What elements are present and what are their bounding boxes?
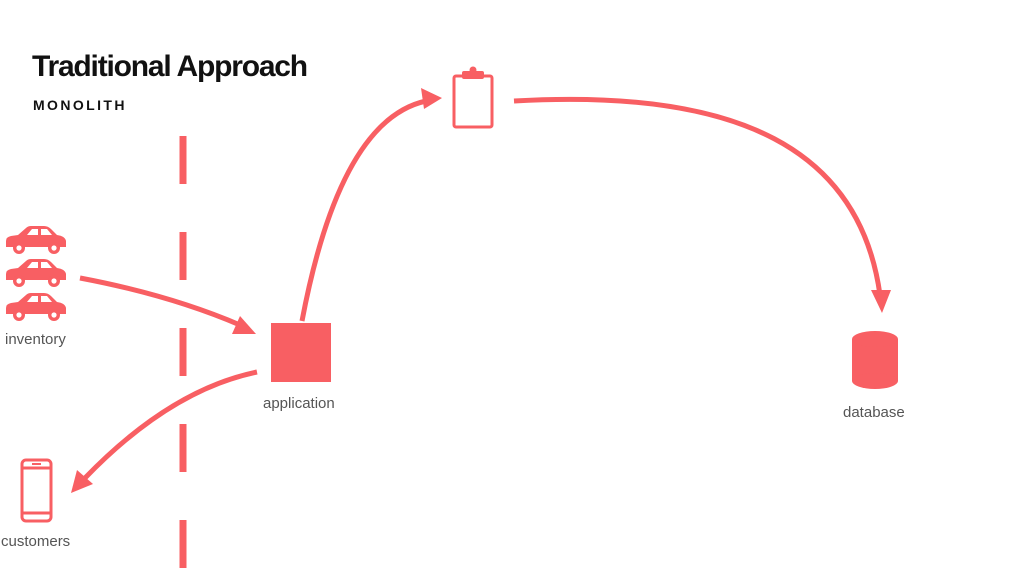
page-subtitle: MONOLITH bbox=[33, 97, 127, 113]
arrow-document-to-database bbox=[513, 96, 891, 313]
phone-icon bbox=[20, 458, 53, 523]
page-title: Traditional Approach bbox=[32, 50, 308, 83]
customers-label: customers bbox=[1, 533, 71, 550]
car-icon bbox=[6, 226, 66, 254]
application-label: application bbox=[263, 395, 335, 412]
arrow-application-to-document bbox=[299, 88, 442, 322]
inventory-label: inventory bbox=[5, 331, 66, 348]
car-icon bbox=[6, 259, 66, 287]
database-icon bbox=[852, 331, 898, 389]
clipboard-icon bbox=[452, 66, 494, 129]
arrow-application-to-customers bbox=[71, 369, 258, 493]
application-square-icon bbox=[271, 323, 331, 382]
database-label: database bbox=[843, 404, 905, 421]
arrow-inventory-to-application bbox=[79, 275, 256, 334]
car-icon bbox=[6, 293, 66, 321]
